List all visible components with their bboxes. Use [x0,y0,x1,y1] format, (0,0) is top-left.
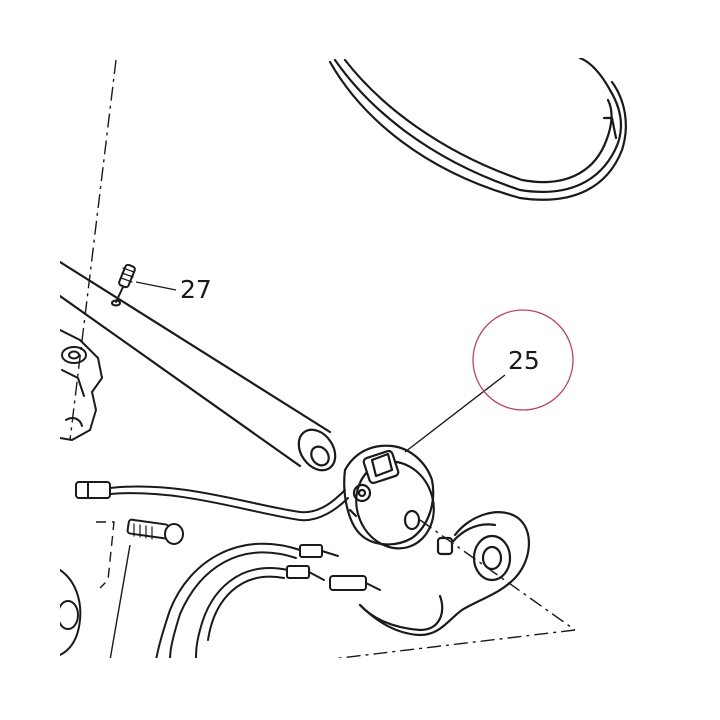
steering-axis-line [69,59,117,441]
bracket-outline [96,521,131,658]
mount-fragment [60,569,82,656]
bolt [126,518,184,545]
switch-wire [75,481,349,522]
leader-line-25 [404,374,506,453]
grip-axis-line [334,519,576,658]
triple-clamp [60,329,103,441]
headlight-cowl [328,58,627,201]
throttle-cables [155,542,381,658]
leader-line-27 [135,281,177,291]
switch-housing-part-25 [343,444,435,550]
callout-label-25: 25 [508,346,540,375]
callout-highlight-circle [472,309,574,411]
callout-label-27: 27 [180,275,212,304]
handlebar-tube [60,260,337,472]
pin-part-27 [111,263,136,307]
